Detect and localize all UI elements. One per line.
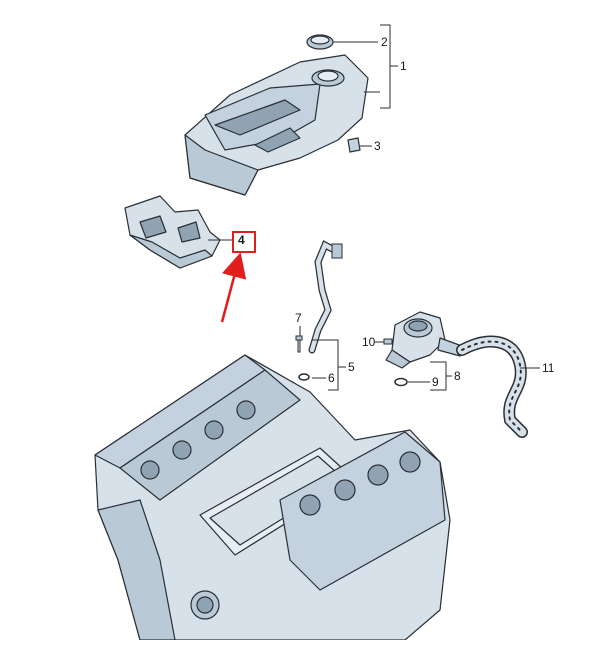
engine-block [94,354,451,641]
highlight-arrow [220,252,247,323]
callout-9: 9 [432,375,439,389]
callout-1: 1 [400,59,407,73]
bolt [295,335,303,353]
callout-2: 2 [381,35,388,49]
heat-shield-panel [124,195,221,269]
engine-cover [184,54,369,196]
callout-7: 7 [295,311,302,325]
callout-6: 6 [328,371,335,385]
callout-4: 4 [238,233,245,247]
oil-separator [385,311,463,369]
hose-clamp [383,338,393,345]
o-ring [394,377,408,387]
callout-11: 11 [542,361,555,375]
callout-8: 8 [454,369,461,383]
filler-cap [306,34,334,50]
leader-lines [208,24,540,391]
retaining-clip [347,137,361,153]
corrugated-hose [456,335,528,438]
callout-10: 10 [362,335,376,349]
seal-ring [298,373,310,381]
highlight-box [232,231,256,253]
callout-5: 5 [348,360,355,374]
breather-pipe [308,240,343,354]
callout-3: 3 [374,139,381,153]
